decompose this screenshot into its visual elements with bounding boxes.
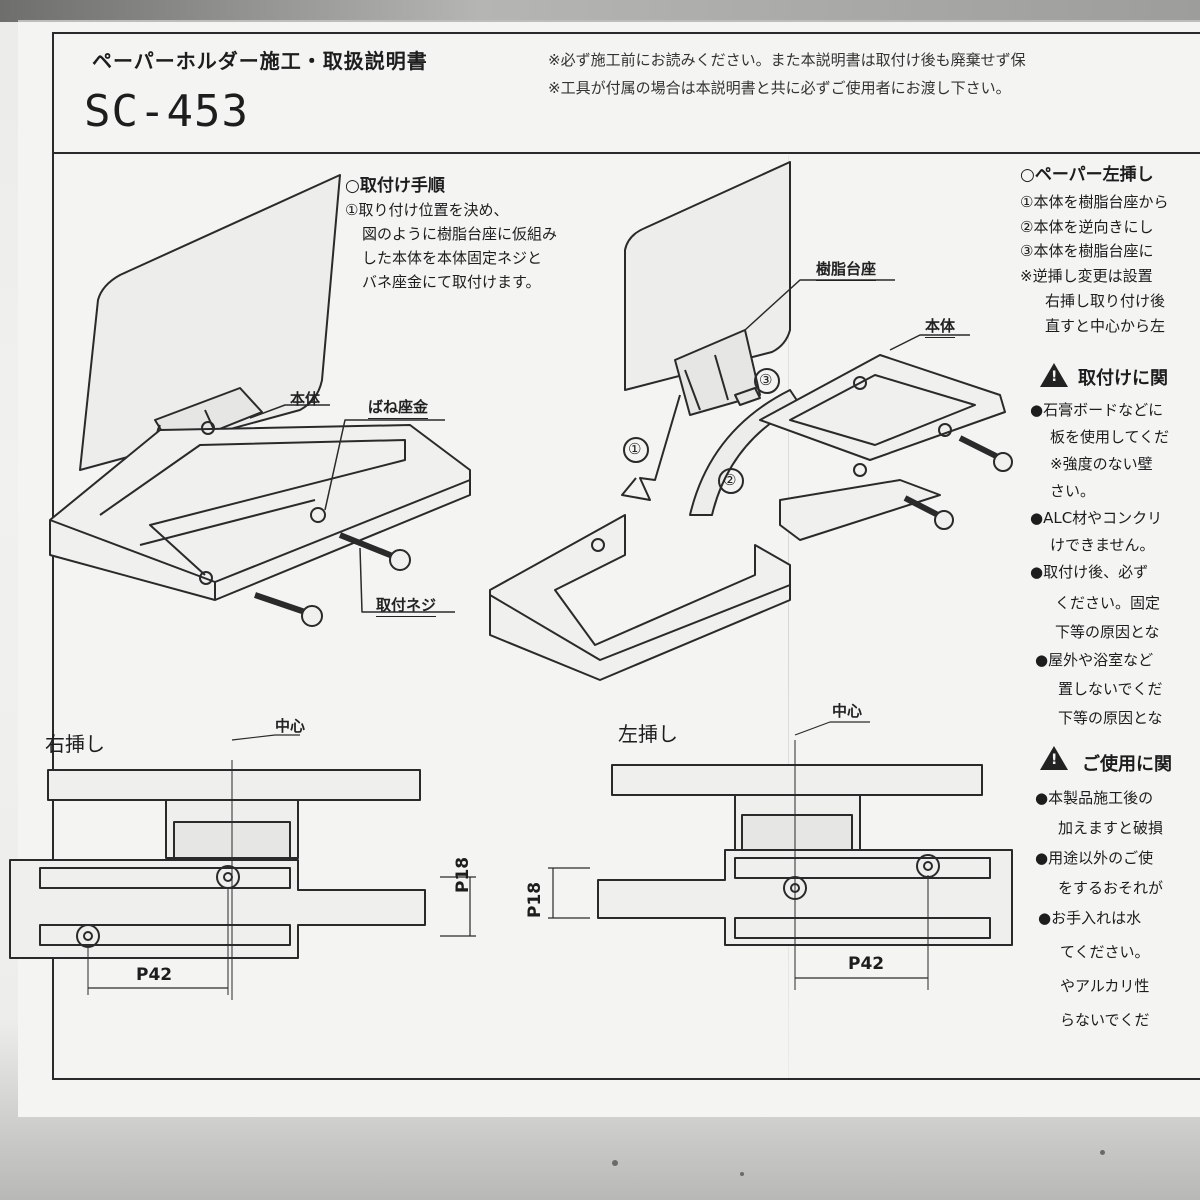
installation-warning-line-11: 置しないでくだ: [1058, 680, 1163, 698]
install-steps-title: ○取付け手順: [345, 176, 445, 196]
dimension-p18-right: P18: [525, 881, 545, 918]
left-insert-line-6: 直すと中心から左: [1045, 317, 1166, 335]
installation-warning-line-8: ください。固定: [1055, 594, 1161, 612]
usage-warning-line-2: 加えますと破損: [1058, 819, 1164, 837]
installation-warning-line-2: 板を使用してくだ: [1050, 428, 1170, 446]
installation-warning-line-6: けできません。: [1050, 536, 1155, 554]
install-steps-title-text: 取付け手順: [359, 176, 445, 196]
left-insert-line-4: ※逆挿し変更は設置: [1020, 267, 1153, 285]
warning-icon: [1040, 746, 1068, 770]
dimension-p18-left: P18: [453, 856, 473, 893]
warning-icon: [1040, 363, 1068, 387]
step-number-3: ③: [759, 371, 773, 389]
installation-warning-line-7: ●取付け後、必ず: [1030, 563, 1149, 581]
installation-warning-line-10: ●屋外や浴室など: [1035, 651, 1154, 669]
background-speck: [740, 1172, 744, 1176]
dimension-p42-right: P42: [848, 954, 885, 974]
dimension-p42-left: P42: [136, 965, 173, 985]
installation-warning-line-3: ※強度のない壁: [1050, 455, 1153, 473]
header-note-1: ※必ず施工前にお読みください。また本説明書は取付け後も廃棄せず保: [548, 51, 1026, 69]
label-spring-washer: ばね座金: [368, 396, 429, 419]
installation-warning-title: 取付けに関: [1078, 368, 1168, 389]
background-speck: [1100, 1150, 1105, 1155]
label-left-insert: 左挿し: [618, 722, 678, 746]
label-center-left: 中心: [275, 717, 306, 735]
background-speck: [612, 1160, 618, 1166]
header-divider: [52, 152, 1200, 154]
installation-warning-line-5: ●ALC材やコンクリ: [1030, 509, 1163, 527]
usage-warning-line-4: をするおそれが: [1058, 879, 1164, 897]
label-center-right: 中心: [832, 702, 863, 720]
background-edge: [0, 0, 1200, 22]
installation-warning-line-4: さい。: [1050, 482, 1096, 500]
document-title: ペーパーホルダー施工・取扱説明書: [92, 49, 428, 73]
install-step-line-1: ①取り付け位置を決め、: [345, 201, 509, 219]
install-step-line-3: した本体を本体固定ネジと: [362, 249, 543, 267]
left-insert-line-1: ①本体を樹脂台座から: [1020, 193, 1169, 211]
usage-warning-line-1: ●本製品施工後の: [1035, 789, 1154, 807]
label-right-insert: 右挿し: [45, 732, 105, 756]
usage-warning-line-5: ●お手入れは水: [1038, 909, 1142, 927]
left-insert-line-3: ③本体を樹脂台座に: [1020, 242, 1154, 260]
installation-warning-line-1: ●石膏ボードなどに: [1030, 401, 1164, 419]
installation-warning-line-12: 下等の原因とな: [1058, 709, 1163, 727]
left-insert-section-title-text: ペーパー左挿し: [1034, 165, 1154, 185]
step-number-2: ②: [723, 471, 737, 489]
left-insert-line-5: 右挿し取り付け後: [1045, 292, 1166, 310]
header-note-2: ※工具が付属の場合は本説明書と共に必ずご使用者にお渡し下さい。: [548, 79, 1011, 97]
model-number: SC-453: [84, 86, 249, 137]
label-body-left: 本体: [290, 390, 321, 408]
usage-warning-line-7: やアルカリ性: [1060, 977, 1150, 995]
usage-warning-line-8: らないでくだ: [1060, 1011, 1150, 1029]
step-number-1: ①: [628, 440, 642, 458]
install-step-line-4: バネ座金にて取付けます。: [362, 273, 541, 291]
usage-warning-line-6: てください。: [1060, 943, 1150, 961]
label-resin-base: 樹脂台座: [816, 258, 877, 281]
install-step-line-2: 図のように樹脂台座に仮組み: [362, 225, 558, 243]
left-insert-section-title: ○ペーパー左挿し: [1020, 165, 1154, 185]
paper-fold: [788, 155, 789, 1080]
usage-warning-line-3: ●用途以外のご使: [1035, 849, 1154, 867]
label-body-right: 本体: [925, 315, 956, 338]
usage-warning-title: ご使用に関: [1082, 754, 1172, 775]
left-insert-line-2: ②本体を逆向きにし: [1020, 218, 1154, 236]
installation-warning-line-9: 下等の原因とな: [1055, 623, 1160, 641]
label-mounting-screw: 取付ネジ: [376, 594, 437, 617]
